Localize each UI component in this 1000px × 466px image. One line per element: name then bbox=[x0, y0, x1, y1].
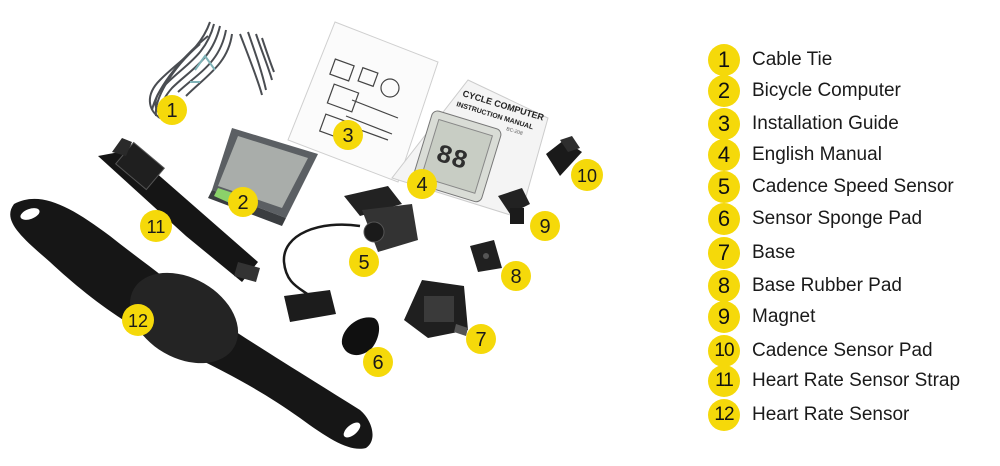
svg-text:4: 4 bbox=[416, 174, 427, 196]
legend-label: Cadence Sensor Pad bbox=[752, 340, 933, 361]
magnet bbox=[498, 188, 530, 224]
svg-text:2: 2 bbox=[237, 192, 248, 214]
legend-label: Sensor Sponge Pad bbox=[752, 208, 923, 229]
base-rubber-pad bbox=[470, 240, 502, 272]
legend-label: Cadence Speed Sensor bbox=[752, 176, 954, 197]
legend-label: Bicycle Computer bbox=[752, 80, 901, 101]
svg-text:8: 8 bbox=[510, 266, 521, 288]
legend-number: 12 bbox=[708, 399, 740, 431]
badge-3: 3 bbox=[333, 120, 363, 150]
legend-number: 3 bbox=[708, 108, 740, 140]
legend-item-english-manual: 4 English Manual bbox=[708, 139, 882, 171]
legend-number: 2 bbox=[708, 75, 740, 107]
legend-item-magnet: 9 Magnet bbox=[708, 301, 815, 333]
badge-2: 2 bbox=[228, 187, 258, 217]
legend-number: 10 bbox=[708, 335, 740, 367]
svg-text:9: 9 bbox=[539, 216, 550, 238]
legend-label: Base Rubber Pad bbox=[752, 275, 902, 296]
legend-item-installation-guide: 3 Installation Guide bbox=[708, 108, 899, 140]
badge-9: 9 bbox=[530, 211, 560, 241]
legend-item-cadence-speed-sensor: 5 Cadence Speed Sensor bbox=[708, 171, 954, 203]
cadence-sensor-pad bbox=[546, 136, 582, 176]
badge-1: 1 bbox=[157, 95, 187, 125]
svg-text:10: 10 bbox=[577, 166, 597, 186]
badge-6: 6 bbox=[363, 347, 393, 377]
legend-label: Heart Rate Sensor bbox=[752, 404, 910, 425]
legend-number: 1 bbox=[708, 44, 740, 76]
badge-7: 7 bbox=[466, 324, 496, 354]
svg-text:3: 3 bbox=[342, 125, 353, 147]
badge-8: 8 bbox=[501, 261, 531, 291]
legend-item-cable-tie: 1 Cable Tie bbox=[708, 44, 832, 76]
legend-item-bicycle-computer: 2 Bicycle Computer bbox=[708, 75, 901, 107]
cadence-speed-sensor bbox=[282, 186, 418, 322]
svg-text:11: 11 bbox=[147, 217, 166, 237]
badge-12: 12 bbox=[122, 304, 154, 336]
svg-text:5: 5 bbox=[358, 252, 369, 274]
parts-photo: CYCLE COMPUTER INSTRUCTION MANUAL BC-208… bbox=[10, 21, 603, 449]
base bbox=[404, 280, 468, 338]
legend-label: English Manual bbox=[752, 144, 882, 165]
legend-number: 5 bbox=[708, 171, 740, 203]
cable-tie-recycle-mark bbox=[190, 54, 216, 83]
legend-number: 8 bbox=[708, 270, 740, 302]
svg-text:1: 1 bbox=[166, 100, 177, 122]
manual-model: BC-208 bbox=[505, 126, 523, 137]
heart-rate-sensor-strap bbox=[98, 138, 260, 282]
svg-text:7: 7 bbox=[475, 329, 486, 351]
legend-label: Installation Guide bbox=[752, 113, 899, 134]
legend-number: 9 bbox=[708, 301, 740, 333]
badge-5: 5 bbox=[349, 247, 379, 277]
legend-label: Heart Rate Sensor Strap bbox=[752, 370, 961, 391]
badge-10: 10 bbox=[571, 159, 603, 191]
legend-item-sensor-sponge-pad: 6 Sensor Sponge Pad bbox=[708, 203, 922, 235]
legend-label: Base bbox=[752, 242, 796, 263]
legend-number: 7 bbox=[708, 237, 740, 269]
legend-label: Cable Tie bbox=[752, 49, 833, 70]
badge-11: 11 bbox=[140, 210, 172, 242]
legend-number: 11 bbox=[708, 365, 740, 397]
svg-text:12: 12 bbox=[128, 311, 148, 331]
legend-item-heart-rate-sensor: 12 Heart Rate Sensor bbox=[708, 399, 909, 431]
legend-item-base: 7 Base bbox=[708, 237, 795, 269]
svg-text:6: 6 bbox=[372, 352, 383, 374]
legend-number: 6 bbox=[708, 203, 740, 235]
legend-number: 4 bbox=[708, 139, 740, 171]
legend-item-cadence-sensor-pad: 10 Cadence Sensor Pad bbox=[708, 335, 933, 367]
heart-rate-sensor bbox=[10, 198, 373, 449]
legend-item-base-rubber-pad: 8 Base Rubber Pad bbox=[708, 270, 902, 302]
sensor-sponge-pad bbox=[341, 317, 380, 356]
legend-label: Magnet bbox=[752, 306, 816, 327]
badge-4: 4 bbox=[407, 169, 437, 199]
legend-item-heart-rate-sensor-strap: 11 Heart Rate Sensor Strap bbox=[708, 365, 960, 397]
